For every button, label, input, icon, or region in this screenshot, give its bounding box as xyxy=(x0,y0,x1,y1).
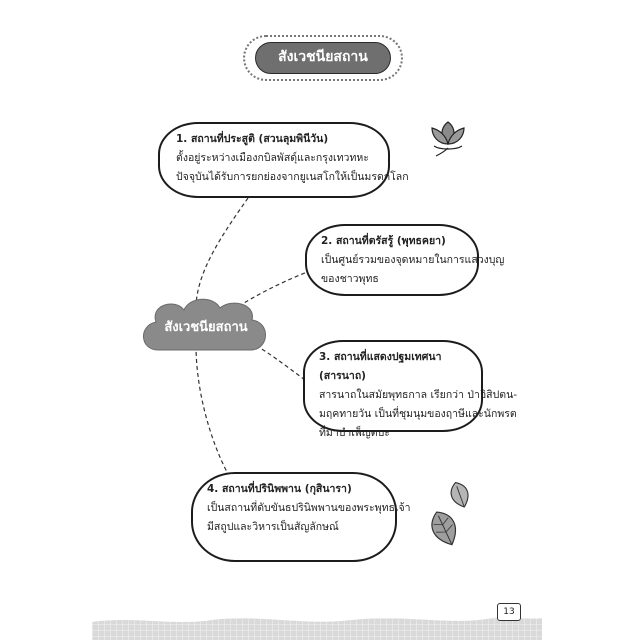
page-title: สังเวชนียสถาน xyxy=(255,42,391,74)
place-line: สารนาถในสมัยพุทธกาล เรียกว่า ป่าอิสิปตน- xyxy=(319,389,518,401)
center-cloud xyxy=(143,298,266,351)
place-line: ที่มาบำเพ็ญตบะ xyxy=(319,427,390,439)
bodhi-leaf-icon xyxy=(450,481,469,508)
bottom-strip xyxy=(92,617,542,640)
place-line: มฤคทายวัน เป็นที่ชุมนุมของฤาษีและนักพรต xyxy=(319,408,517,420)
place-line: มีสถูปและวิหารเป็นสัญลักษณ์ xyxy=(207,521,339,533)
place-line: ปัจจุบันได้รับการยกย่องจากยูเนสโกให้เป็น… xyxy=(176,171,409,183)
place-heading: 4. สถานที่ปรินิพพาน (กุสินารา) xyxy=(207,483,352,495)
place-heading: 1. สถานที่ประสูติ (สวนลุมพินีวัน) xyxy=(176,133,329,145)
connector-4 xyxy=(195,344,229,475)
place-line: เป็นศูนย์รวมของจุดหมายในการแสวงบุญ xyxy=(321,254,505,266)
page-number: 13 xyxy=(497,603,521,621)
place-bubble-parinirvana: 4. สถานที่ปรินิพพาน (กุสินารา) เป็นสถานท… xyxy=(191,472,411,562)
place-line: ตั้งอยู่ระหว่างเมืองกบิลพัสดุ์และกรุงเทว… xyxy=(176,152,369,164)
lotus-icon xyxy=(431,121,465,157)
place-heading: 2. สถานที่ตรัสรู้ (พุทธคยา) xyxy=(321,235,446,247)
place-line: ของชาวพุทธ xyxy=(321,273,379,285)
connector-3 xyxy=(249,341,306,381)
place-line: เป็นสถานที่ดับขันธปรินิพพานของพระพุทธเจ้… xyxy=(207,502,411,514)
place-bubble-birth: 1. สถานที่ประสูติ (สวนลุมพินีวัน) ตั้งอย… xyxy=(158,122,409,198)
place-heading: 3. สถานที่แสดงปฐมเทศนา (สารนาถ) xyxy=(319,351,442,382)
title-frame: สังเวชนียสถาน xyxy=(243,35,403,81)
place-bubble-first-sermon: 3. สถานที่แสดงปฐมเทศนา (สารนาถ) สารนาถใน… xyxy=(303,340,518,439)
place-bubble-enlightenment: 2. สถานที่ตรัสรู้ (พุทธคยา) เป็นศูนย์รวม… xyxy=(305,224,505,296)
center-label: สังเวชนียสถาน xyxy=(164,320,248,335)
connector-1 xyxy=(195,197,249,306)
bodhi-leaf-icon xyxy=(431,511,457,546)
